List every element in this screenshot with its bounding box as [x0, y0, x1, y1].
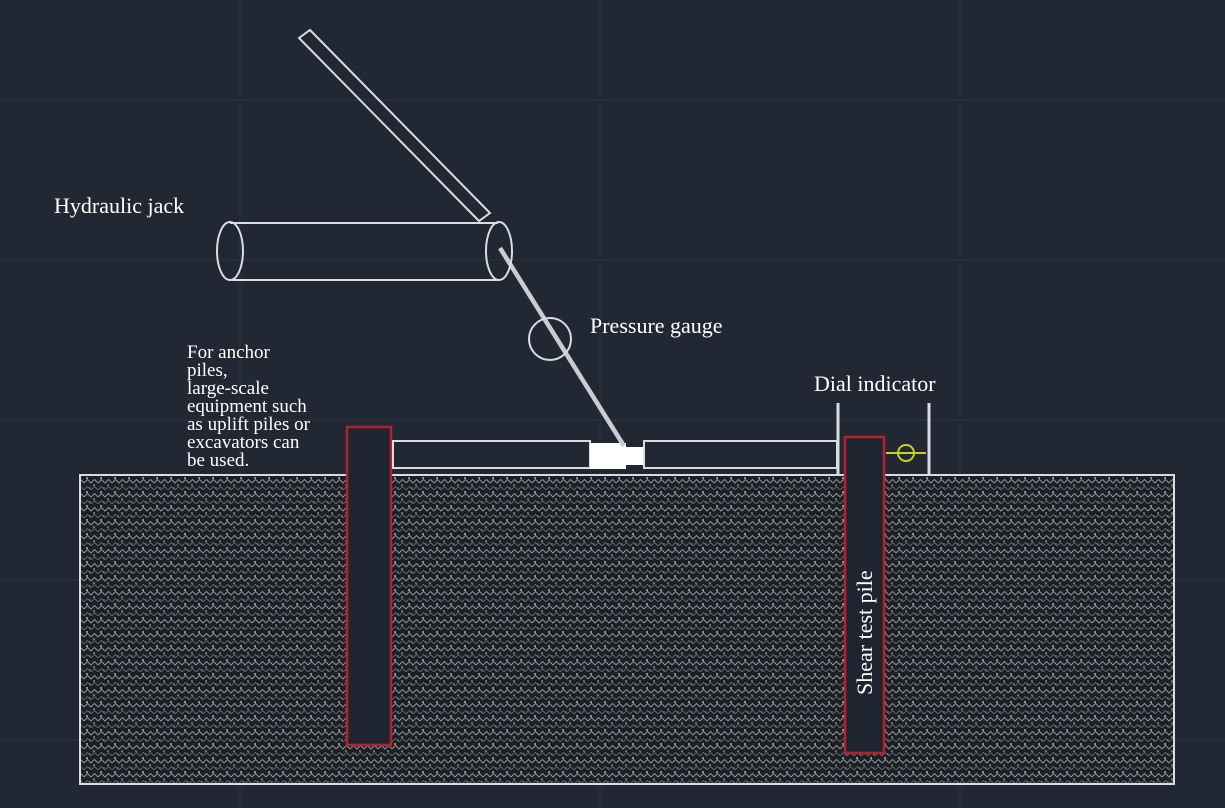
jack-handle: [297, 28, 492, 223]
anchor-note-line: excavators can: [187, 432, 300, 453]
pressure-gauge-label: Pressure gauge: [590, 313, 723, 338]
anchor-note-line: large-scale: [187, 378, 269, 399]
anchor-note-line: piles,: [187, 360, 228, 381]
shear-test-pile: [843, 435, 886, 755]
anchor-note-line: as uplift piles or: [187, 414, 311, 435]
shear-test-pile-label: Shear test pile: [852, 570, 877, 695]
soil-block: [79, 474, 1175, 785]
dial-indicator-icon: [886, 444, 926, 462]
anchor-note-line: For anchor: [187, 342, 271, 363]
anchor-note: For anchor piles, large-scale equipment …: [187, 342, 311, 471]
dial-indicator-label: Dial indicator: [814, 371, 936, 396]
hydraulic-jack-label: Hydraulic jack: [54, 193, 184, 218]
anchor-pile: [345, 425, 393, 747]
hydraulic-jack-cylinder: [216, 221, 513, 281]
load-beam-right: [643, 440, 838, 469]
hydraulic-hose: [498, 246, 626, 448]
pressure-gauge-icon: [528, 317, 572, 361]
jack-head: [590, 443, 643, 469]
anchor-note-line: equipment such: [187, 396, 307, 417]
load-beam-left: [392, 440, 591, 469]
anchor-note-line: be used.: [187, 450, 249, 471]
dial-indicator-frame: [836, 403, 931, 474]
